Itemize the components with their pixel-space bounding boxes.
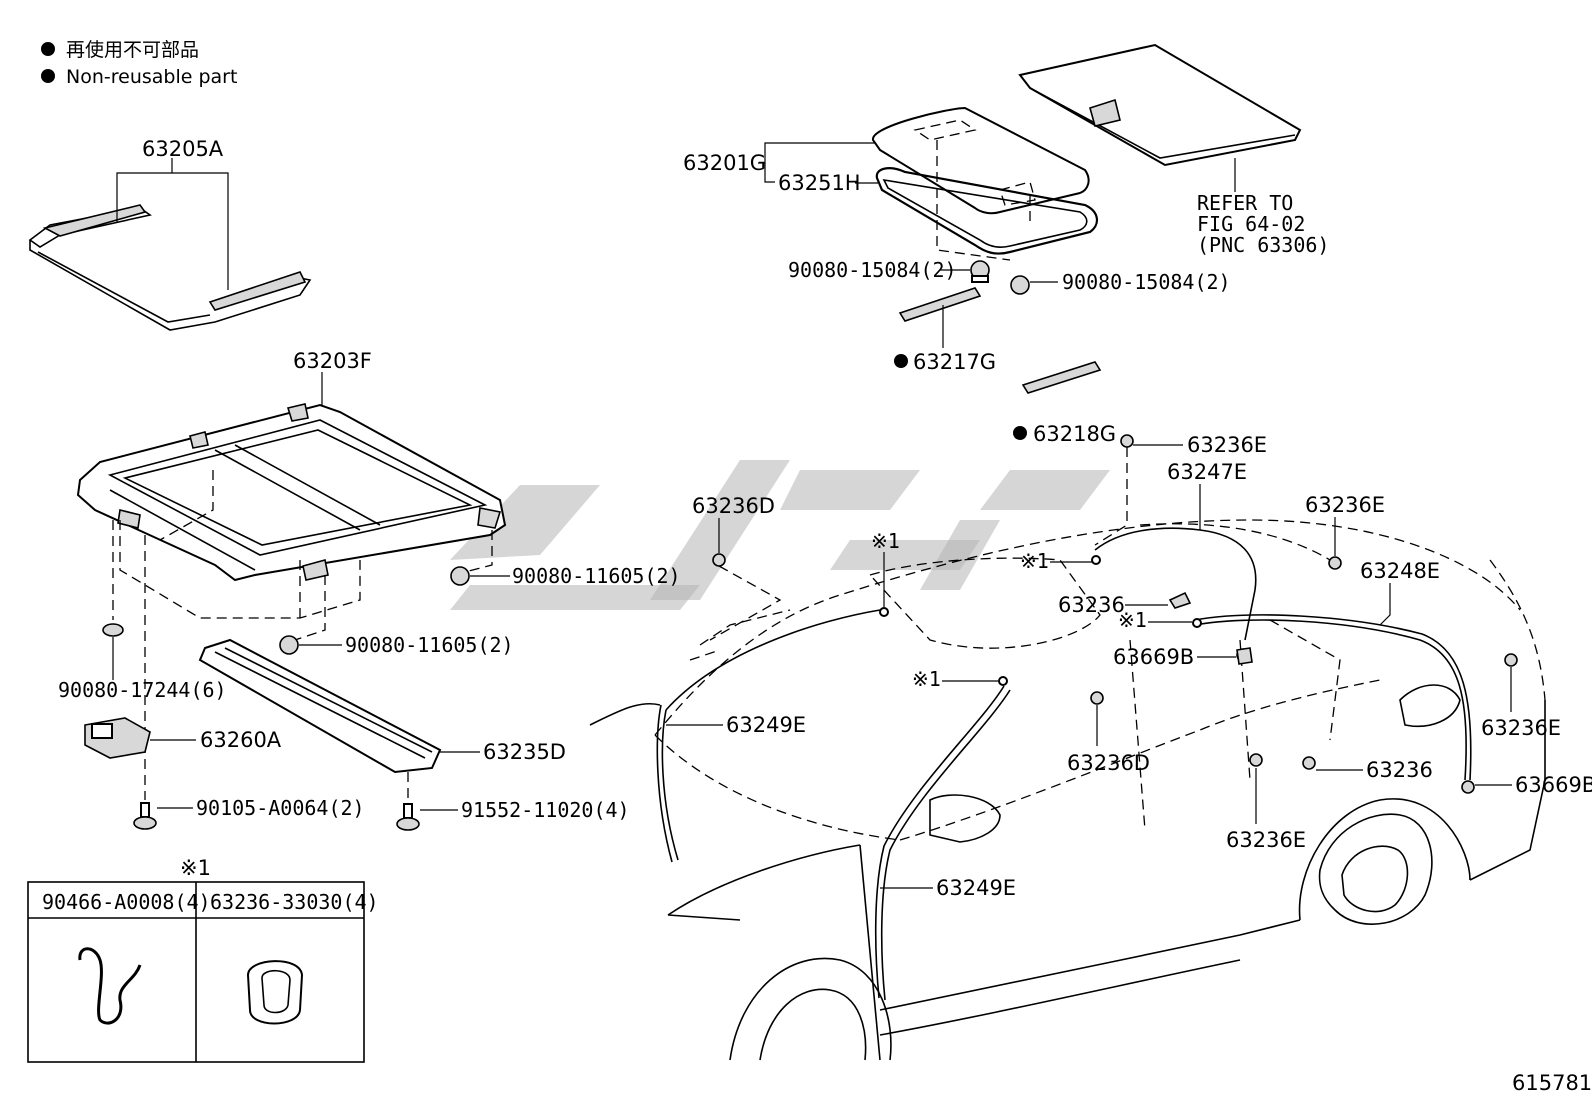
part-63218G: 63218G	[1013, 361, 1116, 446]
label-63251H: 63251H	[778, 171, 861, 195]
label-63236E-1: 63236E	[1187, 433, 1267, 457]
bullet-icon	[41, 69, 55, 83]
part-63205A: 63205A	[28, 137, 312, 331]
refer-line-2: FIG 64-02	[1197, 212, 1305, 236]
screw-90080-15084-b: 90080-15084(2)	[1010, 270, 1231, 295]
table-col1-header: 90466-A0008(4)	[42, 890, 211, 914]
label-63236E-2: 63236E	[1305, 493, 1385, 517]
clip-table: ※1 90466-A0008(4) 63236-33030(4)	[27, 856, 379, 1063]
label-90080-11605-b: 90080-11605(2)	[345, 633, 514, 657]
part-63260A: 63260A	[84, 717, 282, 759]
non-reusable-marker-icon	[1013, 426, 1027, 440]
label-63236-2: 63236	[1366, 758, 1433, 782]
label-90080-15084-b: 90080-15084(2)	[1062, 270, 1231, 294]
label-90080-11605-a: 90080-11605(2)	[512, 564, 681, 588]
label-63669B-1: 63669B	[1113, 645, 1194, 669]
legend-jp: 再使用不可部品	[66, 39, 199, 61]
wire-clip-icon	[78, 947, 142, 1025]
sunshade-reference: REFER TO FIG 64-02 (PNC 63306)	[1018, 43, 1329, 257]
refer-line-3: (PNC 63306)	[1197, 233, 1329, 257]
label-63248E: 63248E	[1360, 559, 1440, 583]
ref-marker-d: ※1	[912, 667, 941, 691]
label-63205A: 63205A	[142, 137, 224, 161]
fastener-90080-11605-a: 90080-11605(2)	[450, 564, 681, 588]
band-clip-icon	[246, 960, 304, 1025]
ref-marker-c: ※1	[1118, 608, 1147, 632]
part-63217G: 63217G	[894, 287, 996, 374]
label-63236-1: 63236	[1058, 593, 1125, 617]
label-63218G: 63218G	[1033, 422, 1116, 446]
ref-marker-a: ※1	[871, 529, 900, 553]
label-63235D: 63235D	[483, 740, 566, 764]
label-63217G: 63217G	[913, 350, 996, 374]
fastener-90080-17244: 90080-17244(6)	[58, 623, 227, 702]
label-90105: 90105-A0064(2)	[196, 796, 365, 820]
label-63201G: 63201G	[683, 151, 766, 175]
legend: 再使用不可部品 Non-reusable part	[41, 39, 237, 88]
refer-line-1: REFER TO	[1197, 191, 1293, 215]
label-63249E-1: 63249E	[726, 713, 806, 737]
label-63236D-1: 63236D	[692, 494, 775, 518]
bullet-icon	[41, 42, 55, 56]
label-63236D-2: 63236D	[1067, 751, 1150, 775]
non-reusable-marker-icon	[894, 354, 908, 368]
label-91552: 91552-11020(4)	[461, 798, 630, 822]
label-63203F: 63203F	[293, 349, 372, 373]
watermark-logo	[450, 460, 1110, 610]
label-63260A: 63260A	[200, 728, 282, 752]
bolt-91552: 91552-11020(4)	[396, 798, 630, 831]
fastener-90080-11605-b: 90080-11605(2)	[279, 633, 514, 657]
part-63203F: 63203F	[76, 349, 507, 800]
label-group-right: 63236E 63247E 63236E 63248E 63236D ※1 ※1…	[666, 433, 1592, 900]
label-90080-15084-a: 90080-15084(2)	[788, 258, 957, 282]
label-63236E-3: 63236E	[1226, 828, 1306, 852]
figure-id: 615781C	[1512, 1071, 1592, 1095]
table-title: ※1	[180, 856, 211, 880]
legend-en: Non-reusable part	[66, 66, 237, 88]
label-group-63201G: 63201G 63251H	[683, 142, 878, 195]
label-90080-17244: 90080-17244(6)	[58, 678, 227, 702]
label-63236E-4: 63236E	[1481, 716, 1561, 740]
part-63201G-glass	[872, 106, 1090, 261]
label-63247E: 63247E	[1167, 460, 1247, 484]
label-63669B-2: 63669B	[1515, 773, 1592, 797]
bolt-90105: 90105-A0064(2)	[133, 796, 365, 830]
ref-marker-b: ※1	[1020, 549, 1049, 573]
label-63249E-2: 63249E	[936, 876, 1016, 900]
part-63235D: 63235D	[198, 638, 566, 800]
table-col2-header: 63236-33030(4)	[210, 890, 379, 914]
drain-hoses	[656, 527, 1472, 1001]
screw-90080-15084-a: 90080-15084(2)	[788, 258, 990, 283]
part-63251H-seal	[875, 167, 1098, 255]
